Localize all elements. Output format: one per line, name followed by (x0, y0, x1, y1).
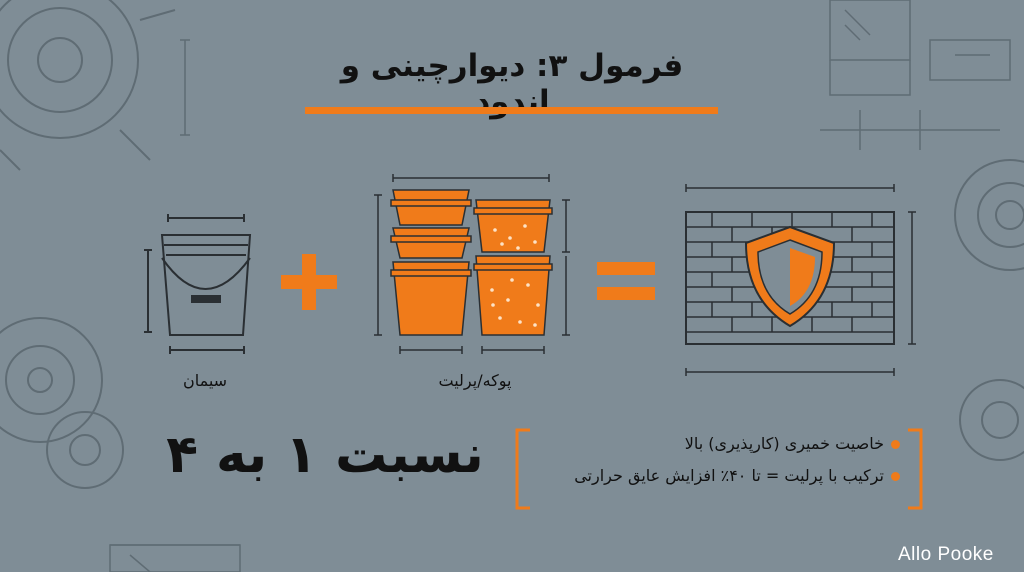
technical-drawing (109, 0, 1011, 572)
brand-logo: Allo Pooke (898, 544, 994, 565)
bullet-dot (891, 440, 900, 449)
list-item: خاصیت خمیری (کارپذیری) بالا (540, 428, 900, 460)
bullet-bracket (515, 428, 923, 510)
plus-icon (281, 254, 337, 310)
title-underline (305, 107, 718, 114)
perlite-label: پوکه/پرلیت (438, 371, 512, 390)
page-title: فرمول ۳: دیوارچینی و اندود (340, 48, 684, 120)
benefits-list: خاصیت خمیری (کارپذیری) بالا ترکیب با پرل… (540, 428, 900, 492)
list-item: ترکیب با پرلیت = تا ۴۰٪ افزایش عایق حرار… (540, 460, 900, 492)
gear-icon (0, 0, 176, 171)
cement-bucket-icon (144, 214, 252, 354)
gear-icon (0, 317, 124, 489)
gear-icon (954, 159, 1024, 461)
bullet-text: ترکیب با پرلیت = تا ۴۰٪ افزایش عایق حرار… (574, 466, 884, 485)
cement-label: سیمان (182, 371, 228, 390)
equals-icon (597, 262, 655, 300)
bullet-dot (891, 472, 900, 481)
perlite-buckets-icon (374, 174, 570, 354)
ratio-text: نسبت ۱ به ۴ (166, 425, 484, 485)
shield-icon (744, 225, 836, 328)
bullet-text: خاصیت خمیری (کارپذیری) بالا (684, 434, 884, 453)
